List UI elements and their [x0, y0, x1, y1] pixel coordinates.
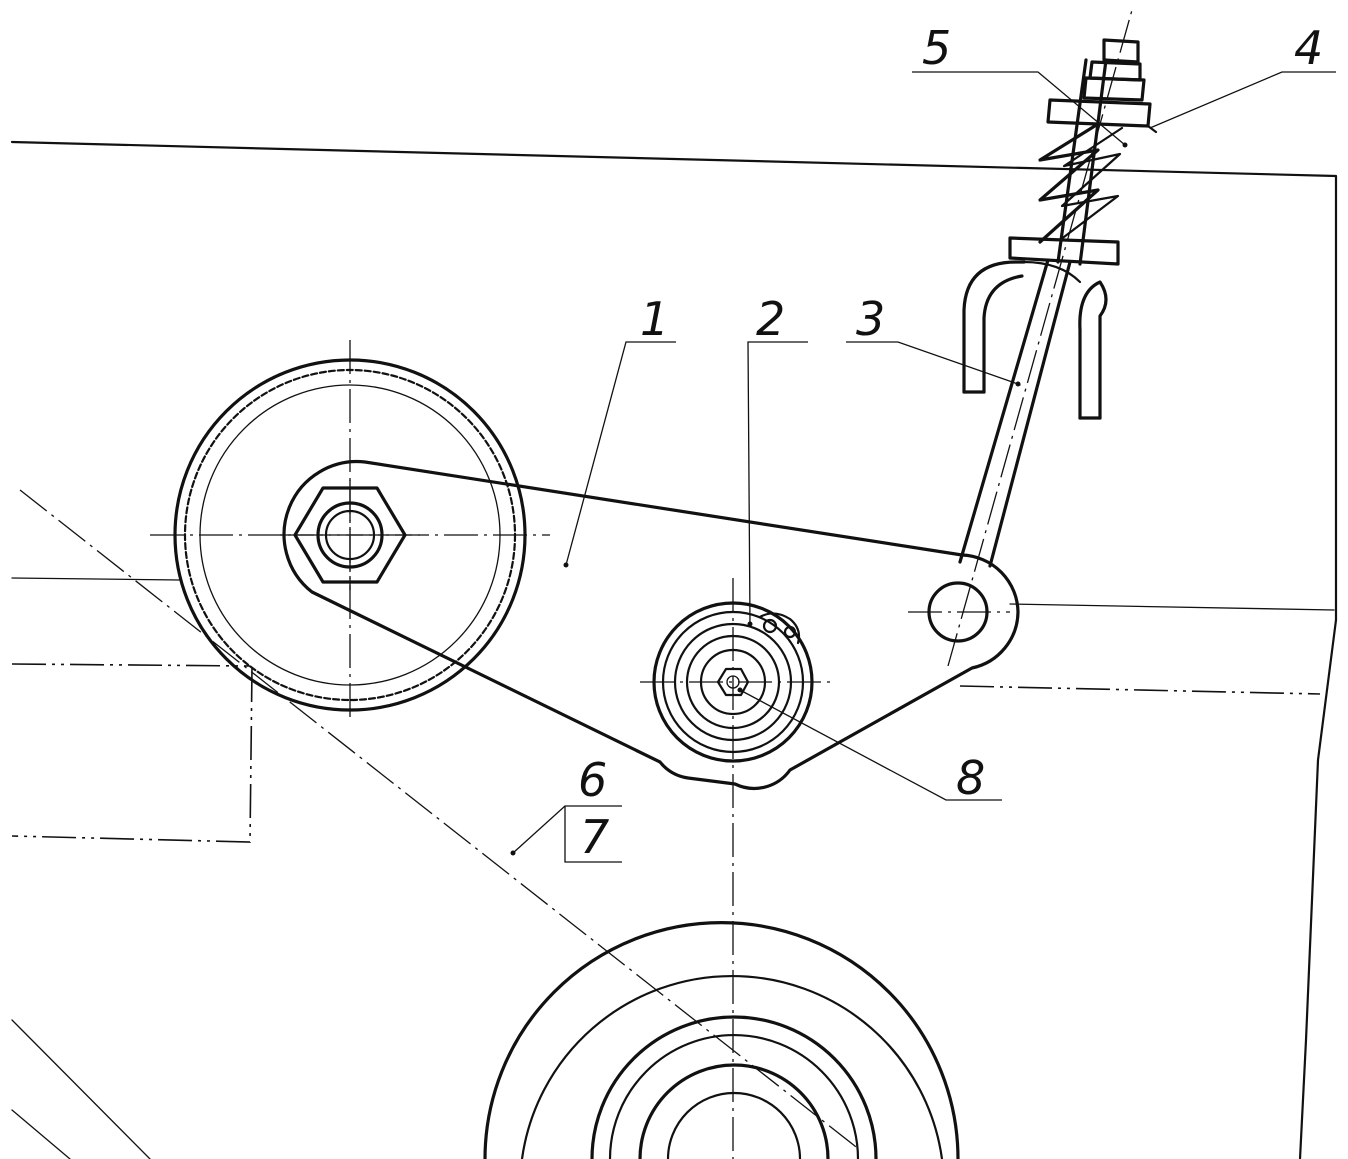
label-5: 5	[922, 21, 951, 75]
leader-lines	[512, 71, 1336, 863]
hex-nut-roller	[280, 480, 420, 590]
label-4: 4	[1294, 21, 1323, 75]
label-6: 6	[578, 753, 607, 807]
callout-labels: 1 2 3 4 5 6 7 8	[578, 21, 1323, 864]
label-1: 1	[640, 292, 669, 346]
spring-nut-stack	[1008, 38, 1158, 266]
tension-rod	[958, 258, 1072, 568]
pivot-spring-assembly	[640, 601, 830, 763]
bottom-pulley	[483, 920, 960, 1159]
label-8: 8	[956, 751, 985, 805]
rod-centerline	[947, 9, 1133, 667]
casing-lines	[10, 140, 1338, 1159]
label-3: 3	[856, 292, 885, 346]
centerline-6-7	[19, 489, 861, 1151]
label-2: 2	[756, 292, 785, 346]
rod-guide-bracket	[962, 260, 1108, 420]
label-7: 7	[580, 810, 609, 864]
lever-end-pin	[908, 581, 1010, 643]
lever-arm	[282, 459, 1020, 791]
